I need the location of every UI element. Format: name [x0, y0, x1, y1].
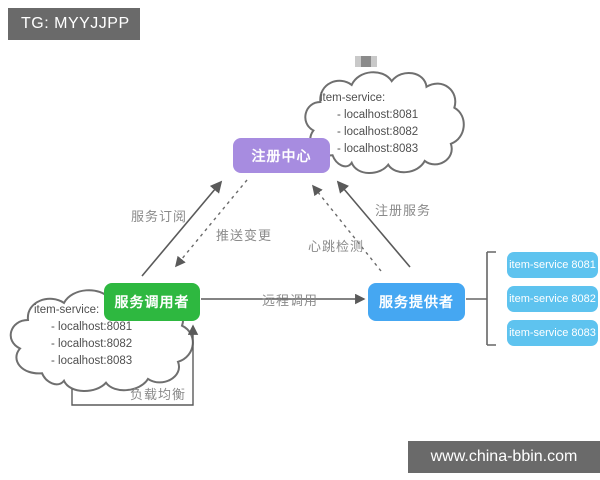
register-edge-label: 注册服务: [375, 203, 432, 218]
cloud-item: - localhost:8083: [51, 355, 133, 367]
watermark-banner: www.china-bbin.com: [408, 441, 600, 473]
registry-node: 注册中心: [233, 138, 330, 173]
registry-label: 注册中心: [251, 147, 312, 164]
consumer-node: 服务调用者: [104, 283, 200, 321]
provider-node: 服务提供者: [368, 283, 465, 321]
consumer-label: 服务调用者: [114, 294, 190, 310]
top-cloud-shape: [305, 72, 463, 173]
instance-box-8081: item-service 8081: [507, 252, 598, 278]
top-cloud-registry-list: item-service: - localhost:8081 - localho…: [320, 90, 418, 158]
cloud-item: - localhost:8081: [51, 321, 133, 333]
rpc-edge-label: 远程调用: [262, 293, 319, 308]
tg-banner: TG: MYYJJPP: [8, 8, 140, 40]
watermark-text: www.china-bbin.com: [430, 448, 578, 465]
heartbeat-edge-label: 心跳检测: [308, 239, 365, 254]
subscribe-arrow: [141, 180, 223, 277]
smudge-decoration-dark: [361, 56, 371, 67]
tg-banner-text: TG: MYYJJPP: [21, 15, 130, 32]
cloud-item: - localhost:8083: [337, 143, 419, 155]
subscribe-edge-label: 服务订阅: [131, 209, 188, 224]
cloud-item: - localhost:8081: [337, 109, 419, 121]
push-arrow: [174, 179, 248, 268]
bottom-cloud-service-list: item-service: - localhost:8081 - localho…: [34, 302, 132, 370]
instance-label: item-service 8082: [509, 293, 596, 305]
instance-label: item-service 8083: [509, 327, 596, 339]
push-edge-label: 推送变更: [216, 228, 273, 243]
heartbeat-arrow: [312, 184, 382, 272]
cloud-item: - localhost:8082: [337, 126, 419, 138]
cloud-title: item-service:: [34, 304, 100, 316]
instance-box-8082: item-service 8082: [507, 286, 598, 312]
load-balance-loop-arrow: [71, 324, 199, 406]
load-balance-edge-label: 负载均衡: [130, 387, 187, 402]
instance-box-8083: item-service 8083: [507, 320, 598, 346]
cloud-item: - localhost:8082: [51, 338, 133, 350]
provider-instances-bracket: [466, 251, 496, 346]
provider-label: 服务提供者: [379, 294, 454, 310]
register-arrow: [336, 180, 411, 268]
instance-label: item-service 8081: [509, 259, 596, 271]
cloud-title: item-service:: [320, 92, 386, 104]
